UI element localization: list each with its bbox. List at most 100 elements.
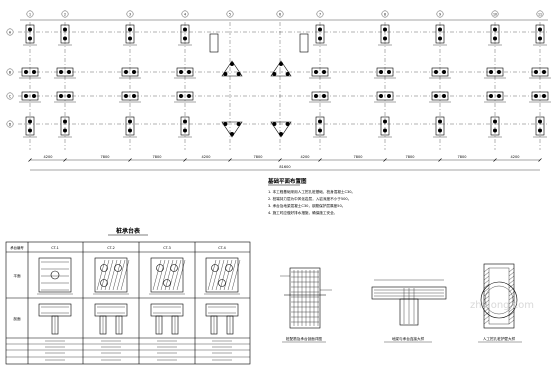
- wall-hatch-line: [483, 283, 490, 289]
- rebar-line: [156, 259, 166, 291]
- pile-wall-detail: 人工挖孔桩护壁大样: [478, 263, 522, 343]
- pile: [489, 70, 493, 74]
- note-line-1: 1. 本工程基础采用人工挖孔桩基础，桩身混凝土C30。: [268, 189, 355, 194]
- axis-bubble: [536, 10, 544, 18]
- pile: [534, 70, 538, 74]
- dim-9: 7800: [458, 155, 467, 159]
- axis-label-top: 1: [29, 12, 31, 16]
- cap-joint-caption: 地梁与承台连接大样: [392, 336, 425, 341]
- dim-tick: [538, 158, 542, 162]
- pile: [438, 128, 442, 133]
- wall-hatch-line: [483, 271, 490, 277]
- dim-tick: [493, 158, 497, 162]
- pile: [32, 70, 36, 74]
- dim-7: 7800: [354, 155, 363, 159]
- dim-tick: [183, 158, 187, 162]
- wall-hatch-line: [508, 295, 515, 301]
- cap-section-outline: [94, 303, 128, 317]
- pile: [383, 27, 387, 32]
- pile-cap: [535, 116, 545, 136]
- axis-bubble: [6, 120, 14, 128]
- axis-label-left: B: [9, 70, 11, 74]
- pile: [24, 94, 28, 98]
- general-notes: 基础平面布置图 1. 本工程基础采用人工挖孔桩基础，桩身混凝土C30。 2. 桩…: [267, 177, 355, 215]
- pile: [434, 70, 438, 74]
- pile-cap: [180, 116, 190, 136]
- wall-hatch-line: [483, 303, 490, 309]
- dim-total: 81600: [279, 165, 290, 169]
- triangle-pile-cap: [221, 121, 243, 138]
- dim-3: 7800: [153, 155, 162, 159]
- pile: [538, 36, 542, 41]
- pile-circle: [156, 264, 164, 272]
- wall-hatch-line: [508, 279, 515, 285]
- pile-cap: [299, 33, 309, 53]
- pile: [322, 70, 326, 74]
- pile-cap-table: 桩承台表 承台编号 CT-1 CT-2 CT-3 CT-4 平面 剖面: [5, 227, 251, 365]
- axis-label-left: D: [9, 122, 12, 126]
- pile-cap: [315, 116, 325, 136]
- pile: [183, 36, 187, 41]
- pile: [124, 94, 128, 98]
- pile: [63, 128, 67, 133]
- dim-tick: [28, 158, 32, 162]
- pile: [59, 94, 63, 98]
- axis-bubble: [126, 10, 134, 18]
- pile-cap: [180, 24, 190, 44]
- pile: [493, 119, 497, 124]
- axis-label-top: 4: [184, 12, 186, 16]
- pile: [318, 128, 322, 133]
- pile: [128, 128, 132, 133]
- cap-plan-outline: [94, 257, 128, 293]
- pile: [493, 128, 497, 133]
- pile-cap: [56, 67, 74, 77]
- rebar-line: [227, 259, 237, 291]
- pile-wall-caption: 人工挖孔桩护壁大样: [483, 336, 516, 341]
- pile-cap: [60, 24, 70, 44]
- wall-hatch-line: [508, 307, 515, 313]
- wall-hatch-line: [483, 311, 490, 317]
- pile-cap: [490, 24, 500, 44]
- wall-hatch-line: [483, 319, 490, 325]
- pile: [438, 36, 442, 41]
- plan-dimension-chain: 4200 7800 7800 4200 7800 4200 7800 7800 …: [28, 155, 542, 171]
- pile-cap: [315, 24, 325, 44]
- dim-1: 4200: [44, 155, 53, 159]
- wall-hatch-line: [483, 291, 490, 297]
- pile: [179, 70, 183, 74]
- pile-cap: [176, 91, 194, 101]
- note-line-2: 2. 桩端持力层为中风化岩层，入岩深度不小于500。: [268, 196, 351, 201]
- pile-cap: [60, 116, 70, 136]
- row-label-section: 剖面: [13, 316, 21, 321]
- wall-hatch-line: [508, 315, 515, 321]
- pile: [63, 27, 67, 32]
- pile-cap: [56, 91, 74, 101]
- pile: [183, 128, 187, 133]
- pile: [489, 94, 493, 98]
- pile: [438, 27, 442, 32]
- rebar-line: [231, 259, 241, 291]
- wall-hatch-line: [483, 287, 490, 293]
- axis-label-top: 8: [384, 12, 386, 16]
- pile-cap: [376, 91, 394, 101]
- wall-hatch-line: [508, 303, 515, 309]
- pile: [272, 72, 277, 76]
- dim-tick: [278, 158, 282, 162]
- pile: [314, 70, 318, 74]
- pile: [128, 27, 132, 32]
- axis-bubble: [226, 10, 234, 18]
- wall-hatch-line: [483, 299, 490, 305]
- pile-cap: [431, 67, 449, 77]
- pile-circle: [100, 264, 108, 272]
- dim-5: 7800: [254, 155, 263, 159]
- pile: [318, 36, 322, 41]
- pile-section-detail: 桩配筋及承台剖面详图: [280, 267, 332, 343]
- rebar-line: [120, 259, 130, 291]
- table-header-ct2: CT-2: [107, 246, 115, 250]
- row-label-plan: 平面: [13, 273, 21, 278]
- pile: [59, 70, 63, 74]
- pile: [67, 94, 71, 98]
- dim-6: 4200: [301, 155, 310, 159]
- table-header-label: 承台编号: [10, 245, 24, 250]
